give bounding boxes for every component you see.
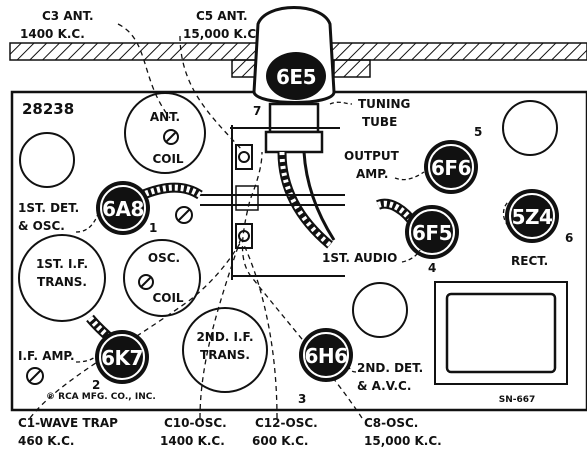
- svg-text:15,000 K.C.: 15,000 K.C.: [183, 27, 261, 41]
- grid-lead-6a8: [137, 182, 203, 201]
- tube-6a8-number: 1: [149, 221, 157, 235]
- svg-text:1ST. I.F.: 1ST. I.F.: [36, 257, 88, 271]
- tube-5z4-caption: RECT.: [511, 254, 548, 268]
- svg-text:6F5: 6F5: [412, 221, 452, 245]
- svg-text:1400 K.C.: 1400 K.C.: [20, 27, 85, 41]
- svg-text:6E5: 6E5: [276, 65, 316, 89]
- svg-text:C5 ANT.: C5 ANT.: [196, 9, 248, 23]
- tube-6a8-caption: 1ST. DET. & OSC.: [18, 201, 79, 233]
- svg-text:TUBE: TUBE: [362, 115, 397, 129]
- c12-osc-label: C12-OSC. 600 K.C.: [252, 416, 318, 448]
- svg-text:5Z4: 5Z4: [512, 205, 553, 229]
- svg-text:6H6: 6H6: [304, 344, 347, 368]
- tube-6k7: 6K7: [95, 330, 149, 384]
- svg-text:C10-OSC.: C10-OSC.: [164, 416, 227, 430]
- tuning-tube-caption: TUNING TUBE: [358, 97, 410, 129]
- socket-blank-right: [502, 100, 558, 156]
- svg-text:TRANS.: TRANS.: [200, 348, 250, 362]
- serial-number: SN-667: [499, 395, 536, 405]
- svg-text:COIL: COIL: [152, 291, 183, 305]
- tube-6a8: 6A8: [96, 181, 150, 235]
- tube-6k7-caption: I.F. AMP.: [18, 349, 75, 363]
- svg-text:OUTPUT: OUTPUT: [344, 149, 400, 163]
- svg-text:1ST. AUDIO: 1ST. AUDIO: [322, 251, 397, 265]
- ant-coil: ANT. COIL: [124, 92, 206, 174]
- svg-text:C8-OSC.: C8-OSC.: [364, 416, 418, 430]
- socket-blank-mid: [352, 282, 408, 338]
- svg-text:TRANS.: TRANS.: [37, 275, 87, 289]
- tube-6f5-number: 4: [428, 261, 436, 275]
- caption-pointers: [75, 171, 509, 373]
- tube-6f6-number: 5: [474, 125, 482, 139]
- first-if-transformer: 1ST. I.F. TRANS.: [18, 234, 106, 322]
- trimmer-screw-wave-trap: [26, 367, 44, 385]
- svg-text:460 K.C.: 460 K.C.: [18, 434, 74, 448]
- tube-6f5-caption: 1ST. AUDIO: [322, 251, 397, 265]
- tube-5z4-number: 6: [565, 231, 573, 245]
- tube-6f5: 6F5: [405, 205, 459, 259]
- copyright: © RCA MFG. CO., INC.: [46, 392, 156, 402]
- socket-blank-upper-left: [19, 132, 75, 188]
- svg-text:I.F. AMP.: I.F. AMP.: [18, 349, 75, 363]
- svg-text:RECT.: RECT.: [511, 254, 548, 268]
- svg-text:TUNING: TUNING: [358, 97, 410, 111]
- speaker-socket: [434, 281, 568, 385]
- svg-text:COIL: COIL: [152, 152, 183, 166]
- tube-6f6: 6F6: [424, 140, 478, 194]
- svg-text:C12-OSC.: C12-OSC.: [255, 416, 318, 430]
- c5-ant-label: C5 ANT. 15,000 K.C.: [183, 9, 261, 41]
- svg-text:6K7: 6K7: [101, 346, 143, 370]
- second-if-transformer: 2ND. I.F. TRANS.: [182, 307, 268, 393]
- svg-text:15,000 K.C.: 15,000 K.C.: [364, 434, 442, 448]
- svg-text:ANT.: ANT.: [150, 110, 180, 124]
- tube-6h6: 6H6: [299, 328, 353, 382]
- svg-text:C1-WAVE TRAP: C1-WAVE TRAP: [18, 416, 118, 430]
- svg-text:6A8: 6A8: [102, 197, 144, 221]
- osc-coil: OSC. COIL: [123, 239, 201, 317]
- svg-text:1400 K.C.: 1400 K.C.: [160, 434, 225, 448]
- svg-text:OSC.: OSC.: [148, 251, 180, 265]
- svg-text:2ND. I.F.: 2ND. I.F.: [196, 330, 253, 344]
- tube-6k7-number: 2: [92, 378, 100, 392]
- svg-text:& A.V.C.: & A.V.C.: [357, 379, 411, 393]
- svg-text:AMP.: AMP.: [356, 167, 388, 181]
- c8-osc-label: C8-OSC. 15,000 K.C.: [364, 416, 442, 448]
- svg-text:2ND. DET.: 2ND. DET.: [357, 361, 423, 375]
- tube-5z4: 5Z4: [505, 189, 559, 243]
- svg-text:6F6: 6F6: [431, 156, 471, 180]
- svg-text:600 K.C.: 600 K.C.: [252, 434, 308, 448]
- tuning-tube-number: 7: [253, 104, 261, 118]
- c10-osc-label: C10-OSC. 1400 K.C.: [160, 416, 227, 448]
- tube-6h6-caption: 2ND. DET. & A.V.C.: [357, 361, 423, 393]
- svg-text:1ST. DET.: 1ST. DET.: [18, 201, 79, 215]
- tube-6h6-number: 3: [298, 392, 306, 406]
- svg-text:& OSC.: & OSC.: [18, 219, 65, 233]
- c3-ant-label: C3 ANT. 1400 K.C.: [20, 9, 94, 41]
- c1-wave-trap-label: C1-WAVE TRAP 460 K.C.: [18, 416, 118, 448]
- gang-condenser-frame: [200, 125, 345, 280]
- tube-6f6-caption: OUTPUT AMP.: [344, 149, 400, 181]
- trimmer-screw-if1: [175, 206, 193, 224]
- chassis-number: 28238: [22, 100, 74, 118]
- tuning-tube-6e5: 6E5: [252, 6, 336, 249]
- svg-text:C3 ANT.: C3 ANT.: [42, 9, 94, 23]
